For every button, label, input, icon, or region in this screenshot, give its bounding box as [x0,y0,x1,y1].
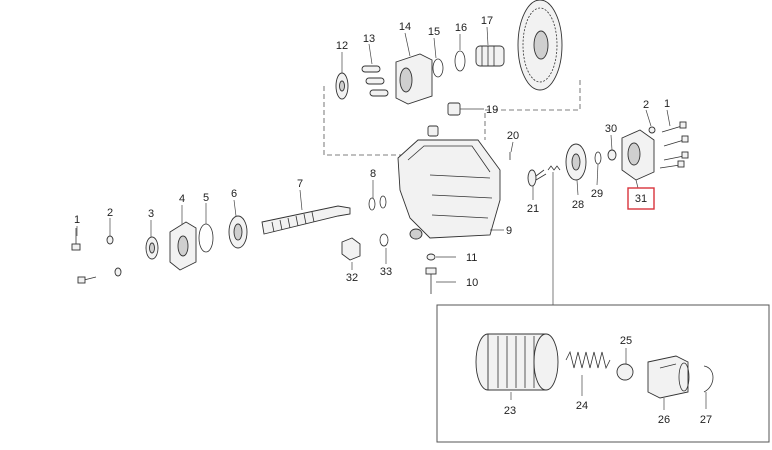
label-8: 8 [370,168,376,180]
label-3: 3 [148,208,154,220]
label-21: 21 [527,203,539,215]
label-2-right: 2 [643,99,649,111]
part-10-bolt [425,267,437,294]
part-16-ring [454,50,466,72]
label-1-right: 1 [664,98,670,110]
label-29: 29 [591,188,603,200]
dashed-guide-left [323,86,408,156]
part-22-small-spring [547,165,561,171]
right-bolts [648,121,689,169]
part-31-end-cover [621,129,655,181]
part-26-sleeve [647,355,690,399]
label-26: 26 [658,414,670,426]
label-30: 30 [605,123,617,135]
part-5-oring [198,223,214,253]
label-24: 24 [576,400,588,412]
part-30-washer [607,149,617,161]
label-9: 9 [506,225,512,237]
inset-detail-box [436,304,770,443]
part-14-housing [395,53,433,105]
part-15-ring [432,58,444,78]
part-25-ball [616,363,634,381]
label-16: 16 [455,22,467,34]
part-2-washer [106,235,122,277]
label-7: 7 [297,178,303,190]
label-4: 4 [179,193,185,205]
part-17-coupling [475,45,505,67]
label-19: 19 [486,104,498,116]
large-gear [517,0,563,91]
label-17: 17 [481,15,493,27]
label-25: 25 [620,335,632,347]
label-5: 5 [203,192,209,204]
part-13-rollers [361,65,389,97]
label-33: 33 [380,266,392,278]
label-10: 10 [466,277,478,289]
part-3-seal [145,236,159,260]
part-7-shaft [261,205,351,235]
label-15: 15 [428,26,440,38]
part-29-ring [594,151,602,165]
label-31: 31 [635,193,647,205]
label-12: 12 [336,40,348,52]
label-11: 11 [466,252,477,264]
part-28-bearing [565,143,587,181]
part-23-piston [475,333,559,391]
dashed-guide-right [484,80,581,140]
label-27: 27 [700,414,712,426]
label-1-left: 1 [74,214,80,226]
label-28: 28 [572,199,584,211]
leader-lines [76,26,671,305]
part-6-bearing [228,215,248,249]
part-24-spring [565,350,611,370]
label-23: 23 [504,405,516,417]
part-33-washer [379,233,389,247]
part-9-gearbox-housing [397,125,501,240]
label-32: 32 [346,272,358,284]
label-14: 14 [399,21,411,33]
part-1-bolt [71,228,97,284]
label-6: 6 [231,188,237,200]
label-2-left: 2 [107,207,113,219]
part-21-spring-assembly [527,169,547,187]
label-13: 13 [363,33,375,45]
part-4-flange [169,221,197,271]
part-27-clip [703,365,714,393]
part-19-bushing [447,102,461,116]
part-31-highlight[interactable] [627,187,655,210]
part-32-plug [341,237,361,261]
part-11-washer [426,253,436,261]
part-8-rings [368,195,387,211]
part-labels: 12 13 14 15 16 17 19 20 21 28 29 30 2 1 … [74,15,712,426]
label-20: 20 [507,130,519,142]
part-12-washer [335,72,349,100]
